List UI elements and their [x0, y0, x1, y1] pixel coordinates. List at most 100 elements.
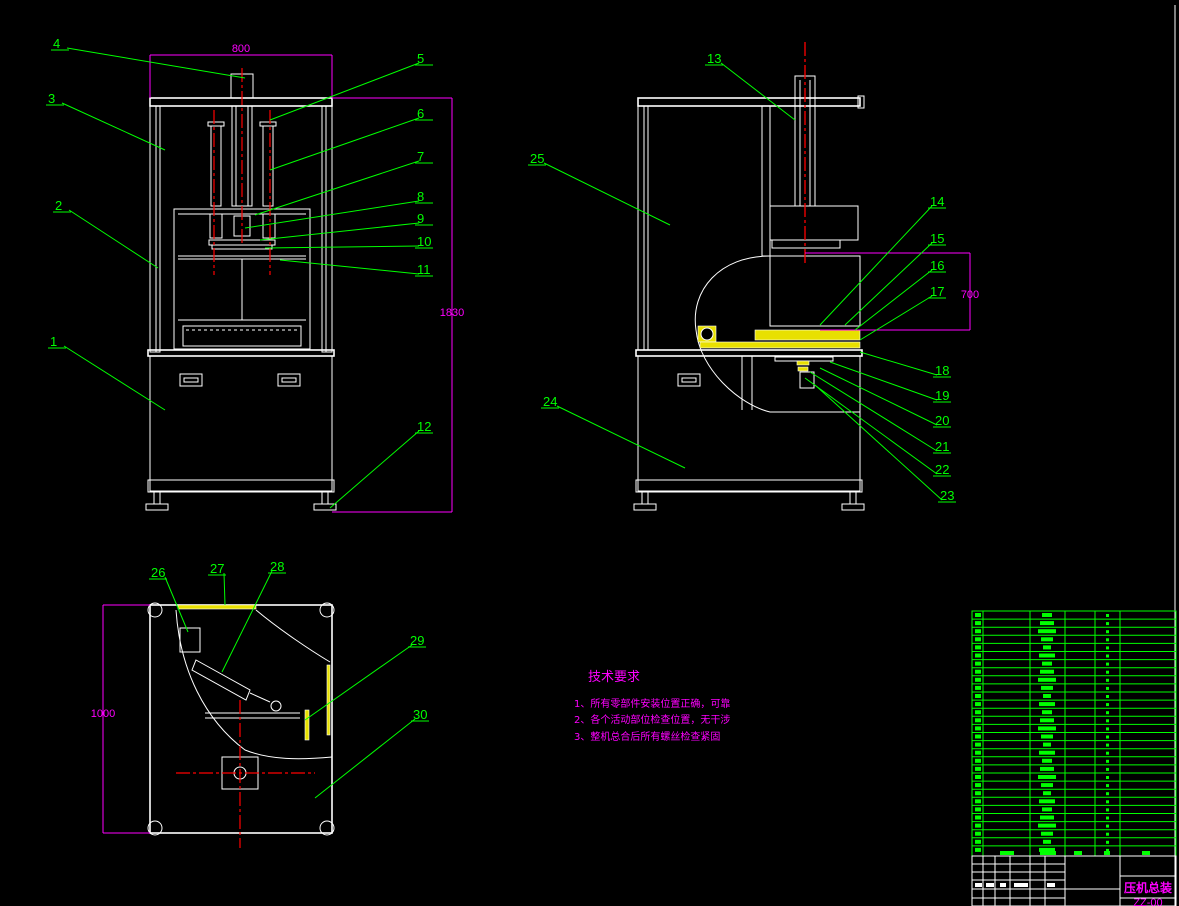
callout-number: 11 — [417, 262, 431, 277]
bom-cell — [1042, 613, 1052, 617]
bom-cell — [1040, 621, 1054, 626]
bom-cell — [1039, 847, 1055, 852]
bom-cell — [1106, 808, 1109, 812]
bom-cell — [1106, 695, 1109, 698]
bom-cell — [975, 726, 981, 731]
bom-cell — [1043, 694, 1051, 698]
leader-line — [269, 62, 420, 121]
bom-cell — [1042, 661, 1052, 666]
bom-cell — [1038, 823, 1056, 828]
bom-cell — [1039, 702, 1055, 707]
bom-cell — [975, 831, 981, 836]
callout-4: 4 — [51, 36, 246, 79]
bom-cell — [1041, 734, 1053, 739]
bom-cell — [1041, 831, 1053, 836]
bom-cell — [1042, 807, 1052, 812]
callout-number: 14 — [930, 194, 944, 209]
bom-cell — [1038, 726, 1056, 731]
bom-cell — [975, 839, 981, 844]
callout-24: 24 — [541, 394, 686, 469]
bom-cell — [1106, 792, 1109, 796]
bom-cell — [1106, 719, 1109, 723]
bom-cell — [1040, 718, 1054, 723]
leader-line — [314, 718, 416, 799]
callout-number: 17 — [930, 284, 944, 299]
bom-cell — [1106, 759, 1109, 763]
callout-14: 14 — [819, 194, 946, 326]
leader-line — [819, 367, 938, 426]
bom-cell — [975, 815, 981, 820]
bom-cell — [975, 637, 981, 642]
dimension-width-label: 800 — [232, 43, 250, 55]
callout-number: 21 — [935, 439, 949, 454]
bom-cell — [975, 653, 981, 658]
bom-cell — [975, 847, 981, 852]
drawing-code: ZZ-00 — [1133, 897, 1162, 906]
callout-16: 16 — [854, 258, 946, 331]
title-block: 压机总装 ZZ-00 — [971, 855, 1177, 906]
bom-cell — [975, 629, 981, 634]
callout-23: 23 — [814, 384, 956, 503]
bom-cell — [975, 742, 981, 747]
callout-number: 19 — [935, 388, 949, 403]
bom-cell — [1106, 622, 1109, 626]
leader-line — [279, 259, 420, 275]
bom-cell — [975, 613, 981, 617]
bom-cell — [975, 758, 981, 763]
callout-20: 20 — [819, 367, 951, 428]
bom-cell — [1039, 799, 1055, 804]
callout-1: 1 — [48, 334, 166, 411]
leader-line — [304, 644, 413, 721]
bom-cell — [1042, 710, 1052, 715]
callout-number: 26 — [151, 565, 165, 580]
bom-cell — [975, 669, 981, 674]
bom-cell — [1106, 662, 1109, 666]
callout-7: 7 — [254, 149, 433, 216]
bom-cell — [1106, 784, 1109, 788]
callout-number: 18 — [935, 363, 949, 378]
callout-number: 25 — [530, 151, 544, 166]
bom-cell — [975, 677, 981, 682]
bom-cell — [1038, 677, 1056, 682]
leader-line — [859, 295, 933, 341]
bom-cell — [1106, 703, 1109, 707]
leader-line — [829, 361, 938, 401]
bom-cell — [975, 702, 981, 707]
callout-12: 12 — [329, 419, 433, 509]
callout-number: 5 — [417, 51, 424, 66]
bom-cell — [1106, 646, 1109, 650]
bom-cell — [1106, 686, 1109, 690]
callout-10: 10 — [264, 234, 433, 249]
callouts: 1234567891011121314151617181920212223242… — [46, 36, 956, 799]
bom-cell — [1106, 654, 1109, 658]
bom-cell — [1106, 727, 1109, 731]
callout-11: 11 — [279, 259, 433, 277]
bom-cell — [1106, 638, 1109, 642]
callout-2: 2 — [53, 198, 159, 269]
bom-cell — [1106, 848, 1109, 852]
dimension-stroke-label: 700 — [961, 289, 979, 301]
bom-cell — [975, 791, 981, 796]
callout-number: 8 — [417, 189, 424, 204]
callout-number: 2 — [55, 198, 62, 213]
callout-number: 3 — [48, 91, 55, 106]
bom-cell — [1106, 678, 1109, 682]
callout-8: 8 — [244, 189, 433, 229]
leader-line — [720, 62, 796, 121]
leader-line — [223, 572, 226, 606]
tech-req-item: 3、整机总合后所有螺丝检查紧固 — [574, 730, 720, 743]
bom-cell — [1106, 776, 1109, 779]
leader-line — [543, 162, 671, 226]
bom-cell — [1106, 735, 1109, 739]
callout-number: 16 — [930, 258, 944, 273]
dimension-height-label: 1830 — [440, 307, 464, 319]
callout-27: 27 — [208, 561, 226, 606]
callout-26: 26 — [149, 565, 189, 633]
leader-line — [68, 209, 159, 269]
callout-9: 9 — [259, 211, 433, 241]
callout-19: 19 — [829, 361, 951, 403]
bom-cell — [1106, 767, 1109, 771]
callout-number: 15 — [930, 231, 944, 246]
callout-3: 3 — [46, 91, 166, 151]
bom-cell — [975, 645, 981, 650]
